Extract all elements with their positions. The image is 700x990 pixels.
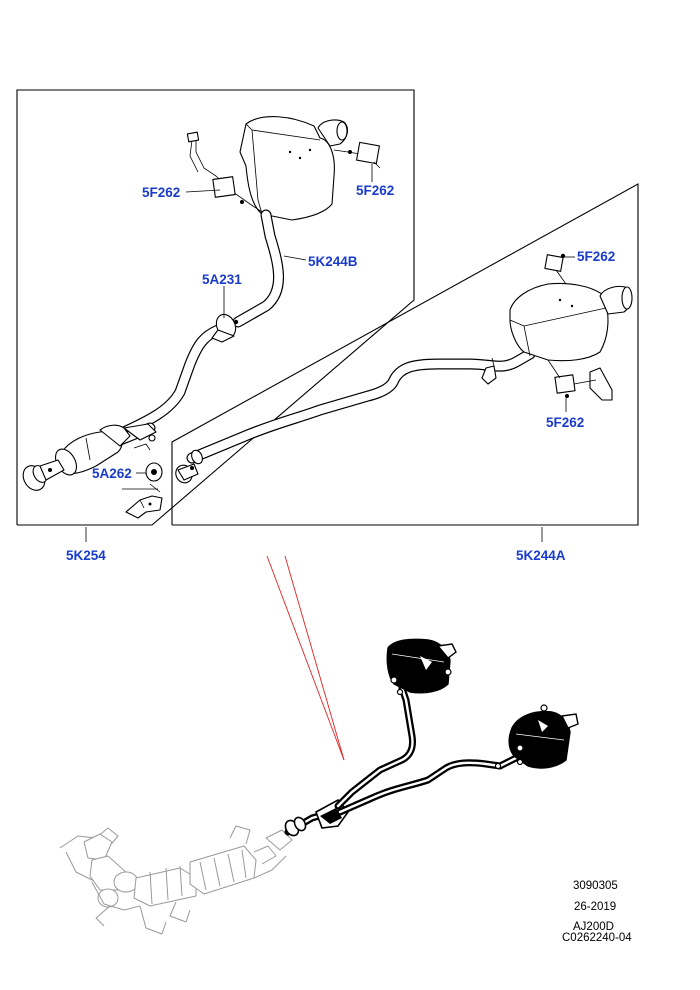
front-clamp <box>211 313 239 343</box>
callouts: 5F262 5F262 5K244B 5A231 5A262 5K254 5F2… <box>66 183 615 563</box>
overview-ghost-parts <box>59 825 293 935</box>
callout-rear-assembly[interactable]: 5K244A <box>516 548 566 563</box>
left-upper-isolator-assembly <box>186 131 263 213</box>
reference-line-2: 26-2019 <box>574 901 616 913</box>
reference-line-4: C0262240-04 <box>562 932 632 944</box>
callout-front-right-upper-isolator[interactable]: 5F262 <box>356 183 394 198</box>
left-right-isolator-assembly <box>333 141 381 169</box>
callout-clamp[interactable]: 5A231 <box>202 272 242 287</box>
rear-pipe-hanger <box>481 357 497 385</box>
rear-pipe <box>186 348 536 465</box>
callout-front-pipe[interactable]: 5K244B <box>308 254 358 269</box>
callout-lower-isolator[interactable]: 5A262 <box>92 466 132 481</box>
locator-line-left <box>266 555 345 761</box>
callout-rear-lower-isolator[interactable]: 5F262 <box>546 415 584 430</box>
lower-isolator-assembly <box>122 462 163 519</box>
front-pipe <box>98 209 284 446</box>
callout-front-left-upper-isolator[interactable]: 5F262 <box>142 185 180 200</box>
left-panel-frame <box>16 89 415 526</box>
reference-line-1: 3090305 <box>573 880 618 892</box>
overview-highlighted-system <box>284 638 579 837</box>
callout-front-assembly[interactable]: 5K254 <box>66 548 106 563</box>
locator-line-right <box>284 555 345 761</box>
rear-clamp <box>175 463 199 484</box>
locator-lines <box>266 555 345 761</box>
reference-block: 3090305 26-2019 AJ200D C0262240-04 <box>562 880 632 944</box>
left-silencer <box>239 116 349 221</box>
callout-leaders <box>85 164 575 542</box>
rear-lower-isolator <box>547 359 613 401</box>
rear-silencer <box>509 282 633 362</box>
rear-upper-isolator <box>544 253 567 285</box>
reference-line-3: AJ200D <box>573 921 614 933</box>
right-panel-frame <box>171 183 639 526</box>
callout-rear-upper-isolator[interactable]: 5F262 <box>577 249 615 264</box>
front-flange-clamp <box>22 459 65 491</box>
